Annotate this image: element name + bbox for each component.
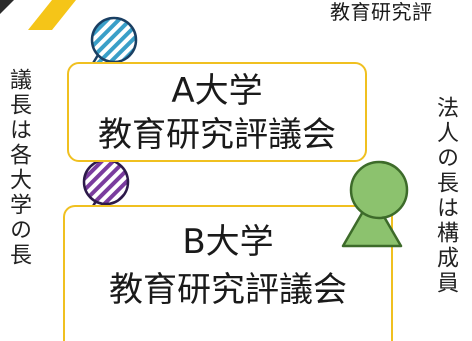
council-a-university: A大学 — [171, 71, 263, 111]
council-b-university: B大学 — [182, 222, 274, 262]
council-b-box: B大学 教育研究評議会 — [63, 205, 393, 341]
left-vertical-note: 議長は各大学の長 — [6, 68, 31, 268]
right-vertical-note: 法人の長は構成員 — [433, 96, 458, 296]
corner-stripe-icon — [0, 0, 76, 30]
council-b-name: 教育研究評議会 — [109, 270, 347, 310]
top-caption: 教育研究評 — [330, 0, 433, 24]
council-a-box: A大学 教育研究評議会 — [67, 62, 367, 162]
council-a-name: 教育研究評議会 — [98, 115, 336, 155]
